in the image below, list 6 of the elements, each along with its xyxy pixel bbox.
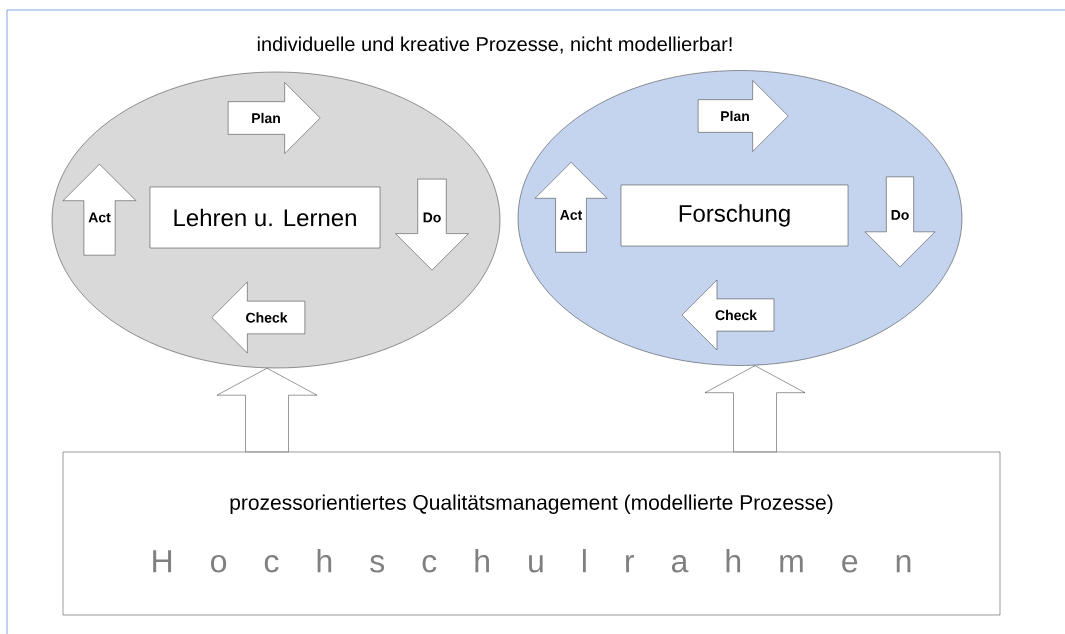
process-box: Forschung bbox=[620, 184, 849, 247]
block-arrow bbox=[216, 368, 318, 452]
title: individuelle und kreative Prozesse, nicht modellierbar! bbox=[257, 36, 732, 54]
process-box: Lehren u. Lernen bbox=[149, 186, 381, 249]
block-arrow bbox=[704, 365, 806, 452]
framework-box: prozessorientiertes Qualitätsmanagement (modellierte Prozesse) H o c h s c h u l r a h m e n bbox=[62, 451, 1001, 616]
